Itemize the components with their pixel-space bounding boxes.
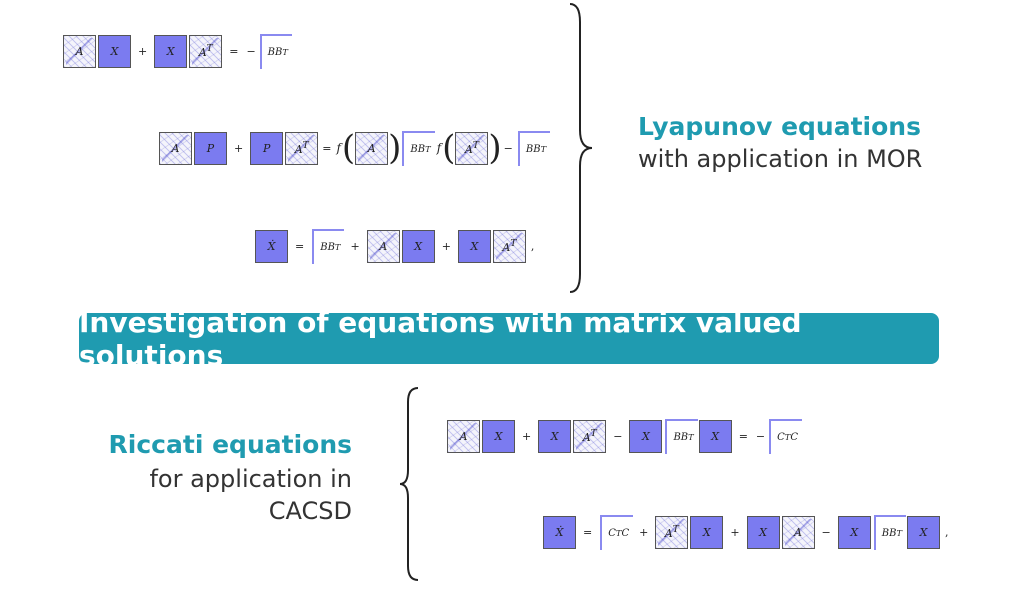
matrix-Xdot-dense: Ẋ [255,229,288,263]
left-paren: ( [442,128,456,168]
lyapunov-label: Lyapunov equations with application in M… [638,112,922,173]
matrix-P-dense: P [250,131,284,165]
matrix-X-dense: X [907,515,941,549]
matrix-X-dense: X [629,419,663,453]
plus-sign: + [350,239,360,253]
function-f: f [436,141,442,155]
plus-sign: + [138,44,148,58]
matrix-X-dense: X [837,515,871,549]
matrix-A-sparse: A [781,515,815,549]
matrix-X-dense: X [482,419,515,453]
riccati-label: Riccati equations for application in CAC… [100,430,352,525]
right-paren: ) [488,128,502,168]
matrix-AT-sparse: AT [655,515,689,549]
matrix-X-dense: X [401,229,435,263]
minus-sign: − [613,429,623,443]
plus-sign: + [522,429,532,443]
plus-sign: + [234,141,244,155]
matrix-X-dense: X [457,229,491,263]
minus-sign: − [755,429,766,443]
right-paren: ) [388,128,402,168]
main-banner: Investigation of equations with matrix v… [79,306,939,372]
matrix-AT-sparse: AT [492,229,526,263]
matrix-A-sparse: A [447,419,480,453]
matrix-Xdot-dense: Ẋ [543,515,576,549]
right-brace-icon [569,3,593,293]
matrix-A-sparse: A [63,34,96,68]
matrix-X-dense: X [154,34,188,68]
matrix-AT-sparse: AT [189,34,223,68]
matrix-A-sparse: A [159,131,192,165]
matrix-AT-sparse: AT [573,419,607,453]
matrix-AT-sparse: AT [455,131,489,165]
matrix-X-dense: X [538,419,572,453]
matrix-AT-sparse: AT [285,131,319,165]
left-brace-icon [399,387,419,581]
lyapunov-subtitle: with application in MOR [638,145,923,173]
comma: , [945,525,949,539]
equals-sign: = [295,239,305,253]
equals-sign: = [229,44,239,58]
matrix-A-sparse: A [355,131,389,165]
plus-sign: + [441,239,451,253]
matrix-X-dense: X [98,34,131,68]
left-paren: ( [341,128,356,168]
matrix-P-dense: P [194,131,227,165]
minus-sign: − [821,525,831,539]
riccati-title: Riccati equations [108,430,352,459]
equals-sign: = [583,525,593,539]
lyapunov-title: Lyapunov equations [638,112,921,141]
minus-sign: − [246,44,256,58]
minus-sign: − [503,141,513,155]
riccati-subtitle-line1: for application in [149,465,352,493]
comma: , [530,239,535,253]
matrix-X-dense: X [746,515,780,549]
function-f: f [336,141,341,155]
matrix-X-dense: X [698,419,732,453]
equals-sign: = [738,429,748,443]
matrix-A-sparse: A [366,229,400,263]
equals-sign: = [322,141,332,155]
matrix-X-dense: X [690,515,724,549]
plus-sign: + [639,525,649,539]
plus-sign: + [730,525,740,539]
riccati-subtitle-line2: CACSD [268,497,352,525]
